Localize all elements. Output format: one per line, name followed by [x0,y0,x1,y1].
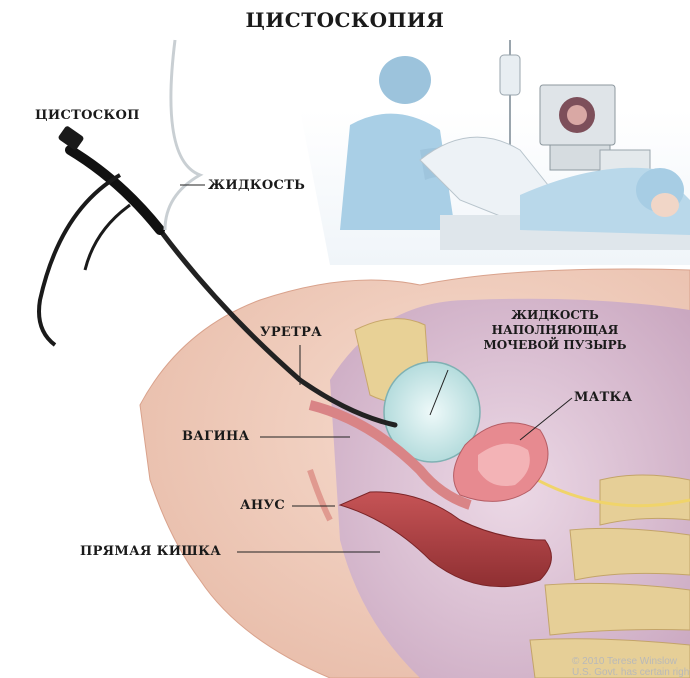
copyright-line-1: © 2010 Terese Winslow [572,656,690,667]
label-vagina: ВАГИНА [182,429,250,444]
label-bladder-fluid: ЖИДКОСТЬ НАПОЛНЯЮЩАЯ МОЧЕВОЙ ПУЗЫРЬ [440,308,670,353]
label-cystoscope: ЦИСТОСКОП [35,108,140,123]
copyright-notice: © 2010 Terese Winslow U.S. Govt. has cer… [572,656,690,678]
label-bladder-fluid-line-3: МОЧЕВОЙ ПУЗЫРЬ [440,338,670,353]
copyright-line-2: U.S. Govt. has certain rights [572,667,690,678]
procedure-scene [300,40,690,265]
label-bladder-fluid-line-1: ЖИДКОСТЬ [440,308,670,323]
label-uterus: МАТКА [574,390,633,405]
label-urethra: УРЕТРА [260,325,322,340]
label-fluid: ЖИДКОСТЬ [208,178,305,193]
label-anus: АНУС [240,498,285,513]
page-title: ЦИСТОСКОПИЯ [0,8,690,32]
label-rectum: ПРЯМАЯ КИШКА [80,544,221,559]
label-bladder-fluid-line-2: НАПОЛНЯЮЩАЯ [440,323,670,338]
